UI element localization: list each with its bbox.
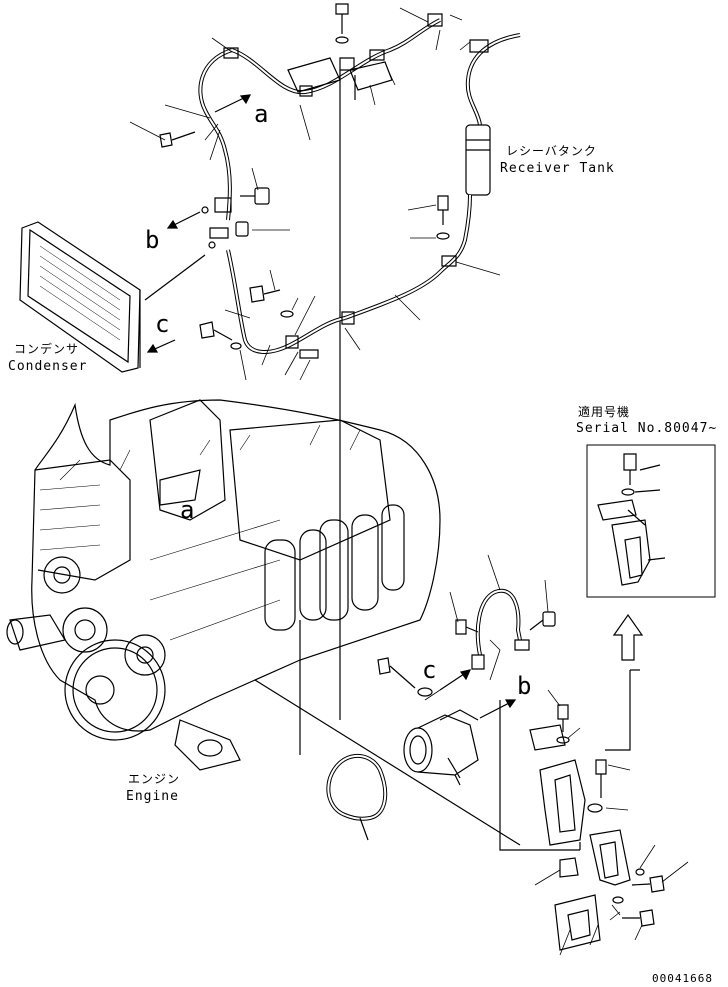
engine-label-jp: エンジン [128,772,181,786]
compressor-bolt [378,658,432,696]
serial-label-jp: 適用号機 [578,405,631,419]
leader-lines-mid [425,555,548,700]
condenser [20,222,205,372]
callout-b-left: b [145,226,160,254]
serial-inset [587,445,715,597]
document-number: 00041668 [652,972,713,985]
condenser-label-jp: コンデンサ [14,342,80,356]
up-arrow-icon [614,615,642,660]
callout-a-engine: a [180,496,195,524]
compressor-hose [456,591,555,669]
bolts-upper-left [160,132,293,349]
lower-bracket [555,830,664,950]
v-belt [328,756,385,840]
arrow-a-top [215,95,250,112]
bracket-assembly [500,670,640,850]
upper-hose-assembly [200,4,520,720]
engine-label: Engine [126,789,179,804]
condenser-label: Condenser [8,359,88,374]
engine [7,400,520,845]
lower-hose [210,198,354,358]
callout-c-right: c [422,656,437,684]
arrow-b-right [480,700,515,718]
callout-a-top: a [254,100,269,128]
callout-c-left: c [155,310,170,338]
arrow-c-right [440,670,470,690]
receiver-tank-label-jp: レシーバタンク [506,144,597,158]
arrow-c-left [148,340,175,352]
callout-b-right: b [517,672,532,700]
leader-lines-bracket [548,690,630,810]
receiver-tank [345,125,490,318]
leader-lines-lower [535,845,688,955]
receiver-tank-label: Receiver Tank [500,161,615,176]
serial-number-label: Serial No.80047~ [576,421,718,436]
leader-lines-top [130,8,500,380]
compressor [404,710,478,785]
arrow-b-left [168,207,215,248]
